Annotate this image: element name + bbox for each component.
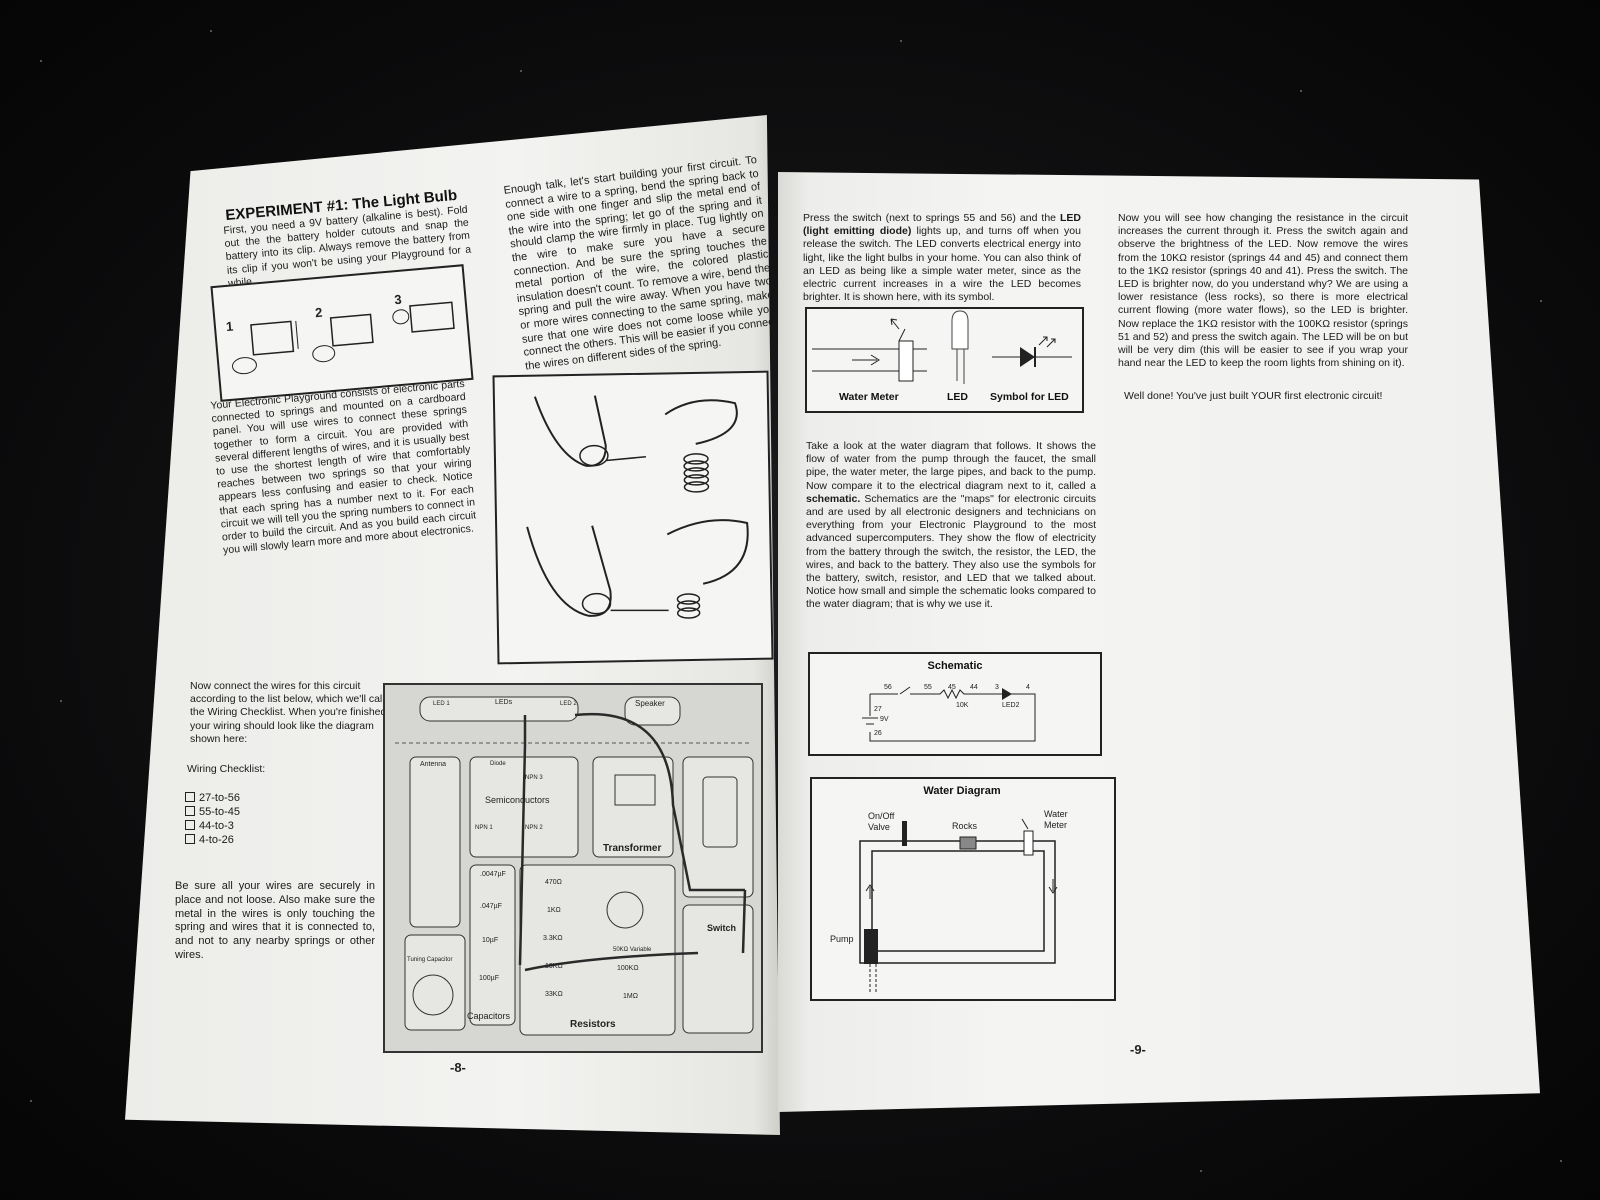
- led-text: Press the switch (next to springs 55 and…: [803, 212, 1081, 304]
- speck: [40, 60, 42, 62]
- speaker-label: Speaker: [635, 699, 665, 708]
- spring-figure: [492, 370, 774, 665]
- well-done-text: Well done! You've just built YOUR first …: [1124, 390, 1383, 402]
- npn2-label: NPN 2: [525, 825, 543, 831]
- variable-label: 50KΩ Variable: [613, 947, 652, 953]
- semiconductors-label: Semiconductors: [485, 795, 550, 805]
- breadboard-illustration: [395, 696, 754, 1036]
- resistors-label: Resistors: [570, 1019, 616, 1030]
- water-diagram-figure: Water Diagram On/Off Valve Rocks Water M…: [810, 777, 1116, 1001]
- speck: [900, 40, 902, 42]
- checkbox[interactable]: [185, 834, 195, 844]
- npn3-label: NPN 3: [525, 775, 543, 781]
- cap3-label: 10µF: [482, 937, 499, 944]
- schematic-title: Schematic: [927, 660, 983, 672]
- water-meter-label: Water Meter: [1044, 809, 1068, 830]
- switch-label: Switch: [707, 923, 737, 933]
- water-diagram-illustration: [859, 818, 1058, 994]
- battery-figure: 1 2 3: [210, 264, 474, 402]
- battery-illustration: [231, 301, 455, 375]
- spring-illustration: [526, 395, 749, 619]
- sch-55: 55: [924, 684, 932, 691]
- sch-26: 26: [874, 730, 882, 737]
- sch-27: 27: [874, 706, 882, 713]
- sch-4: 4: [1026, 684, 1030, 691]
- manual-page-9: Press the switch (next to springs 55 and…: [778, 172, 1540, 1112]
- speck: [1300, 90, 1302, 92]
- resistance-text: Now you will see how changing the resist…: [1118, 212, 1408, 370]
- antenna-label: Antenna: [420, 761, 447, 768]
- breadboard-diagram: LED 1 LEDs LED 2 Speaker Antenna Diode N…: [383, 683, 763, 1053]
- sch-10k: 10K: [956, 702, 969, 709]
- secure-text: Be sure all your wires are securely in p…: [175, 880, 375, 961]
- schematic-figure: Schematic 56 55 45 44 3 4 27 9V 26 10K L…: [808, 652, 1102, 756]
- res1-label: 470Ω: [545, 879, 562, 886]
- checklist-item[interactable]: 44-to-3: [185, 819, 240, 833]
- cap2-label: .047µF: [480, 903, 502, 910]
- rocks-label: Rocks: [952, 821, 978, 831]
- speck: [1540, 300, 1542, 302]
- checkbox[interactable]: [185, 806, 195, 816]
- res4-label: 10KΩ: [545, 963, 563, 970]
- spring-instructions: Enough talk, let's start building your f…: [503, 153, 778, 373]
- tuning-label: Tuning Capacitor: [407, 957, 453, 963]
- led-figure: Water Meter LED Symbol for LED: [805, 307, 1084, 413]
- speck: [30, 1100, 32, 1102]
- res5-label: 33KΩ: [545, 991, 563, 998]
- schematic-illustration: [862, 686, 1036, 742]
- cap4-label: 100µF: [479, 975, 499, 982]
- npn1-label: NPN 1: [475, 825, 493, 831]
- checklist-item[interactable]: 55-to-45: [185, 805, 240, 819]
- res3-label: 3.3KΩ: [543, 935, 563, 942]
- cap1-label: .0047µF: [480, 871, 506, 878]
- speck: [1200, 1170, 1202, 1172]
- wiring-checklist: 27-to-56 55-to-45 44-to-3 4-to-26: [185, 791, 240, 847]
- transformer-label: Transformer: [603, 843, 662, 854]
- page-number-9: -9-: [1130, 1042, 1146, 1057]
- speck: [60, 700, 62, 702]
- water-diagram-text: Take a look at the water diagram that fo…: [806, 440, 1096, 611]
- speck: [520, 70, 522, 72]
- sch-45: 45: [948, 684, 956, 691]
- led-illustration: [812, 310, 1072, 384]
- checkbox[interactable]: [185, 792, 195, 802]
- diode-label: Diode: [490, 761, 506, 767]
- sch-56: 56: [884, 684, 892, 691]
- checklist-item[interactable]: 4-to-26: [185, 833, 240, 847]
- speck: [1560, 1160, 1562, 1162]
- sch-9v: 9V: [880, 716, 889, 723]
- water-meter-caption: Water Meter: [839, 391, 899, 403]
- sch-led2: LED2: [1002, 702, 1020, 709]
- pump-label: Pump: [830, 934, 854, 944]
- res7-label: 1MΩ: [623, 993, 638, 1000]
- led-symbol-caption: Symbol for LED: [990, 391, 1069, 403]
- led1-label: LED 1: [433, 701, 450, 707]
- manual-page-8: EXPERIMENT #1: The Light Bulb First, you…: [125, 115, 780, 1135]
- valve-label: On/Off Valve: [868, 811, 895, 832]
- leds-label: LEDs: [495, 699, 513, 706]
- speck: [210, 30, 212, 32]
- led2-label: LED 2: [560, 701, 577, 707]
- sch-44: 44: [970, 684, 978, 691]
- checklist-title: Wiring Checklist:: [187, 763, 266, 775]
- res6-label: 100KΩ: [617, 965, 639, 972]
- led-caption: LED: [947, 391, 968, 403]
- page-number-8: -8-: [450, 1060, 466, 1075]
- checklist-item[interactable]: 27-to-56: [185, 791, 240, 805]
- water-diagram-title: Water Diagram: [923, 785, 1001, 797]
- playground-text: Your Electronic Playground consists of e…: [210, 377, 477, 557]
- res2-label: 1KΩ: [547, 907, 561, 914]
- checkbox[interactable]: [185, 820, 195, 830]
- capacitors-label: Capacitors: [467, 1011, 511, 1021]
- connect-text: Now connect the wires for this circuit a…: [190, 680, 387, 745]
- sch-3: 3: [995, 684, 999, 691]
